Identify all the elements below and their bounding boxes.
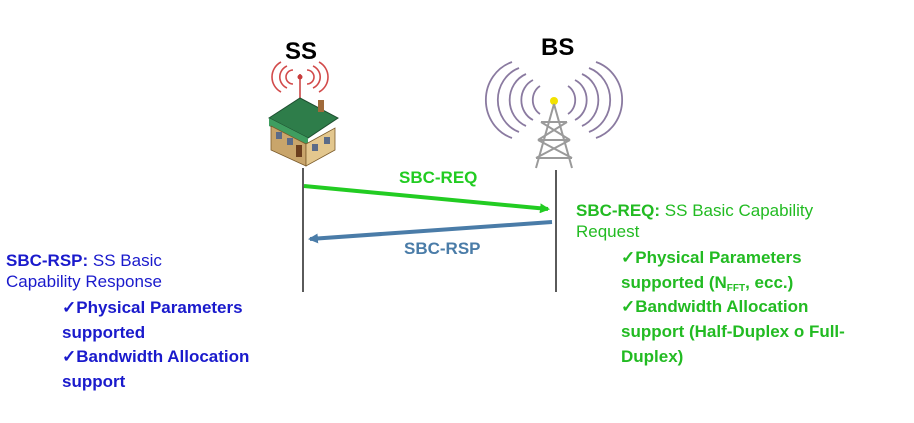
rsp-item1-line1: Physical Parameters (76, 298, 243, 317)
rsp-item1-line2: supported (62, 323, 146, 342)
rsp-item2-line2: support (62, 372, 126, 391)
check-icon: ✓ (62, 347, 77, 366)
check-icon: ✓ (621, 248, 636, 267)
sbc-req-label: SBC-REQ (399, 168, 478, 187)
sbc-req-item-bandwidth: ✓Bandwidth Allocation support (Half-Dupl… (621, 294, 911, 369)
req-item2-line2: support (Half-Duplex o Full- (621, 322, 845, 341)
check-icon: ✓ (62, 298, 77, 317)
req-item1-line1: Physical Parameters (635, 248, 802, 267)
sbc-rsp-item-physical: ✓Physical Parameters supported (62, 295, 312, 345)
radio-tower-icon (484, 61, 624, 169)
req-item1-line2-pre: supported (N (621, 273, 727, 292)
req-item2-line3: Duplex) (621, 347, 684, 366)
sbc-rsp-item-bandwidth: ✓Bandwidth Allocation support (62, 344, 312, 394)
req-item1-line2-sub: FFT (726, 283, 746, 294)
sbc-req-text-line2: Request (576, 222, 640, 241)
rsp-item2-line1: Bandwidth Allocation (76, 347, 250, 366)
sbc-req-description: SBC-REQ: SS Basic Capability Request (576, 200, 906, 242)
sbc-rsp-name: SBC-RSP: (6, 251, 89, 270)
sbc-rsp-label: SBC-RSP (404, 239, 481, 258)
sbc-rsp-text-line2: Capability Response (6, 272, 162, 291)
check-icon: ✓ (621, 297, 636, 316)
sbc-req-name: SBC-REQ: (576, 201, 661, 220)
house-with-antenna-icon (268, 61, 339, 167)
sbc-req-arrow (303, 184, 550, 214)
sbc-rsp-text-line1: SS Basic (92, 251, 162, 270)
sbc-req-text-line1: SS Basic Capability (664, 201, 814, 220)
sbc-req-item-physical: ✓Physical Parameters supported (NFFT, ec… (621, 245, 911, 301)
ss-title: SS (285, 38, 318, 65)
sbc-rsp-description: SBC-RSP: SS Basic Capability Response (6, 250, 306, 292)
sbc-rsp-arrow (308, 220, 553, 244)
bs-title: BS (541, 34, 575, 61)
req-item1-line2-post: , ecc.) (745, 273, 794, 292)
req-item2-line1: Bandwidth Allocation (635, 297, 809, 316)
